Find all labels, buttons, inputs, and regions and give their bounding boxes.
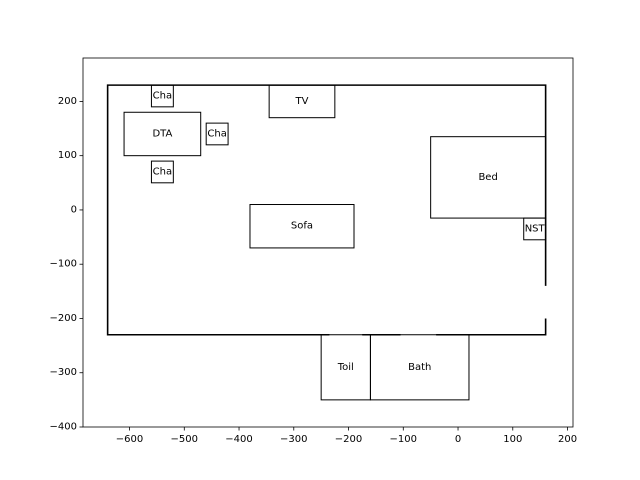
furniture-sofa-6-label: Sofa	[291, 221, 313, 232]
y-tick-label-1: −400	[50, 422, 77, 433]
furniture-cha-1-rect	[150, 84, 174, 108]
furniture-bath-10-rect	[369, 334, 470, 401]
y-tick-label-6: 100	[58, 150, 77, 161]
x-tick-label-5: −200	[335, 434, 362, 445]
furniture-bed-7-rect	[430, 136, 547, 219]
x-tick-label-6: −100	[390, 434, 417, 445]
x-tick-label-3: −400	[225, 434, 252, 445]
furniture-nst-8-rect	[523, 217, 547, 241]
y-tick-label-3: −200	[50, 313, 77, 324]
furniture-sofa-6-rect	[249, 204, 355, 249]
furniture-bath-10-label: Bath	[408, 362, 431, 373]
furniture-cha-3-rect	[205, 122, 229, 146]
x-tick-label-9: 200	[558, 434, 577, 445]
x-tick-label-1: −600	[116, 434, 143, 445]
furniture-tv-5-rect	[268, 84, 336, 119]
furniture-tv-5-label: TV	[295, 96, 309, 107]
y-tick-label-5: 0	[71, 204, 77, 215]
y-tick-label-2: −300	[50, 367, 77, 378]
furniture-cha-4-rect	[150, 160, 174, 184]
x-tick-label-7: 0	[455, 434, 461, 445]
x-axis: −600 −500 −400 −300 −200 −100 0 100 200	[116, 427, 577, 445]
axes-frame	[82, 57, 574, 428]
y-axis: −400 −300 −200 −100 0 100 200	[50, 96, 83, 433]
x-tick-label-2: −500	[171, 434, 198, 445]
axes-border	[82, 57, 574, 428]
y-tick-label-4: −100	[50, 259, 77, 270]
furniture-dta-2-rect	[123, 111, 202, 157]
x-tick-label-4: −300	[280, 434, 307, 445]
furniture-bed-7-label: Bed	[478, 172, 497, 183]
room-outline	[106, 84, 547, 336]
furniture-cha-1-label: Cha	[153, 90, 172, 101]
furniture-cha-3-label: Cha	[207, 128, 226, 139]
furniture-toil-9-label: Toil	[337, 362, 354, 373]
furniture-dta-2-label: DTA	[152, 128, 172, 139]
furniture-nst-8-label: NST	[525, 223, 546, 234]
y-tick-label-7: 200	[58, 96, 77, 107]
furniture-cha-4-label: Cha	[153, 166, 172, 177]
x-tick-label-8: 100	[503, 434, 522, 445]
